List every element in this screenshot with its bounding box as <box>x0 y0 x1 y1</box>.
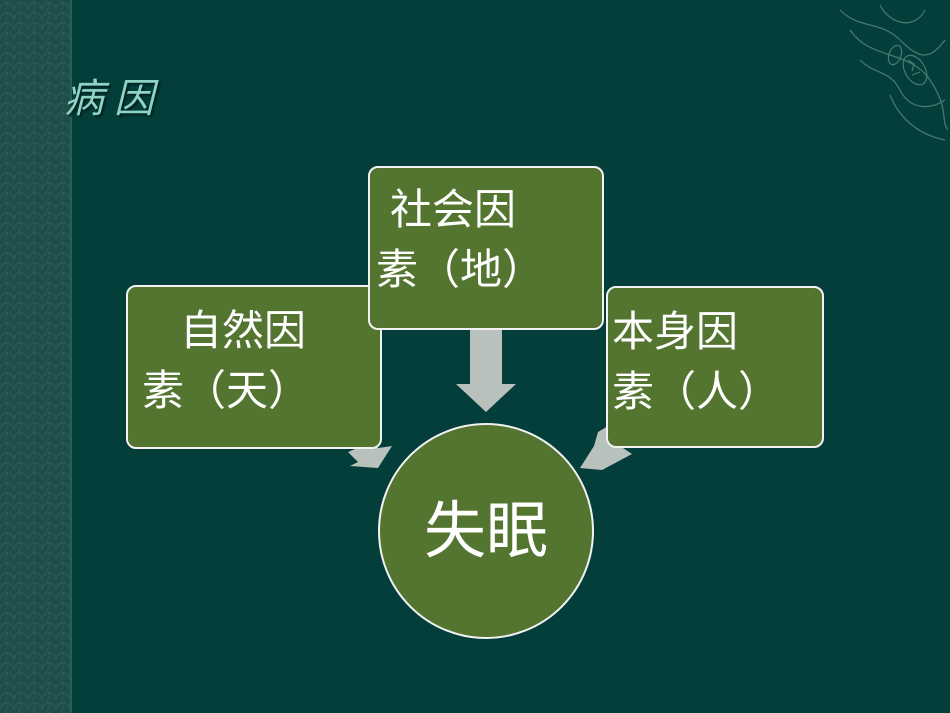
social-factor-line1: 社会因 <box>390 185 517 234</box>
natural-factor-line2: 素（天） <box>142 366 311 415</box>
personal-factor-line2: 素（人） <box>612 367 781 416</box>
natural-factor-node: 自然因 素（天） <box>126 285 382 449</box>
personal-factor-node: 本身因 素（人） <box>606 286 824 448</box>
left-pattern-strip <box>0 0 70 713</box>
social-factor-node: 社会因 素（地） <box>368 166 604 330</box>
ornament-decoration <box>839 4 949 141</box>
natural-factor-line1: 自然因 <box>180 306 307 355</box>
strip-divider <box>70 0 72 713</box>
slide-title: 病因 <box>64 76 164 122</box>
insomnia-center-node: 失眠 <box>378 423 594 639</box>
personal-factor-line1: 本身因 <box>612 307 739 356</box>
social-factor-line2: 素（地） <box>376 245 545 294</box>
arrow-right-to-center <box>580 426 632 470</box>
arrow-top-to-center <box>456 330 516 412</box>
